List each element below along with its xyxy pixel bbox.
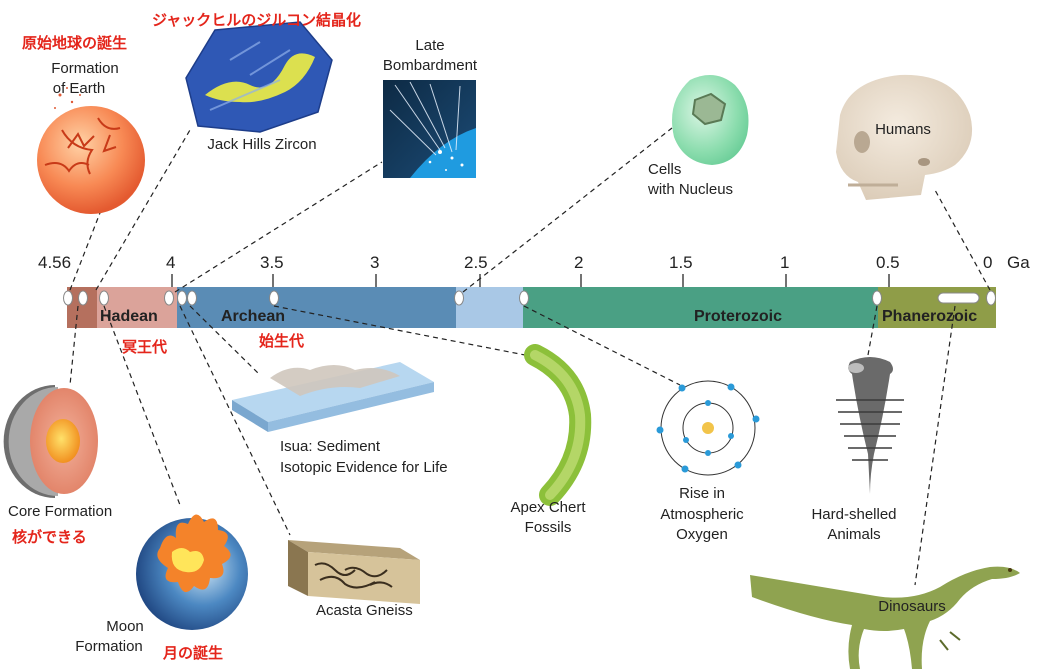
earth-formation-illustration [37, 87, 145, 214]
core-formation-illustration [3, 385, 98, 498]
jack-hills-zircon-label: Jack Hills Zircon [207, 136, 317, 153]
oxygen-label-2: Atmospheric [660, 506, 744, 523]
connector-lines [69, 127, 991, 586]
formation-of-earth-label-2: of Earth [52, 80, 106, 97]
zircon-crystal-illustration [185, 21, 333, 133]
dinosaurs-label: Dinosaurs [878, 598, 946, 615]
late-bombardment-label-1: Late [415, 37, 445, 54]
unit-label: Ga [1007, 253, 1030, 272]
hard-shelled-label-1: Hard-shelled [811, 506, 897, 523]
core-formation-jp: 核ができる [12, 528, 87, 546]
hard-shelled-label-2: Animals [827, 526, 881, 543]
archean-segment [177, 287, 456, 328]
tick-0: 0 [983, 253, 993, 272]
oxygen-atom-illustration [656, 380, 760, 476]
tick-1-5: 1.5 [669, 253, 693, 272]
eon-archean-jp: 始生代 [259, 332, 305, 350]
eon-archean: Archean [221, 308, 286, 325]
tick-marks [171, 274, 890, 287]
skull-illustration [836, 74, 973, 200]
cell-illustration [672, 75, 749, 165]
late-bombardment-label-2: Bombardment [382, 57, 478, 74]
timeline-bar [67, 287, 996, 328]
formation-of-earth-jp: 原始地球の誕生 [22, 34, 128, 52]
tick-4-56: 4.56 [38, 253, 72, 272]
moon-formation-label-2: Formation [75, 638, 143, 655]
formation-of-earth-label-1: Formation [51, 60, 119, 77]
dinosaur-illustration [750, 566, 1020, 669]
apex-chert-label-2: Fossils [524, 519, 572, 536]
eon-proterozoic: Proterozoic [694, 308, 783, 325]
humans-label: Humans [875, 121, 931, 138]
tick-3-5: 3.5 [260, 253, 284, 272]
tick-0-5: 0.5 [876, 253, 900, 272]
moon-formation-illustration [136, 514, 248, 630]
proterozoic-segment [523, 287, 878, 328]
cells-label-2: with Nucleus [648, 181, 734, 198]
isua-label-2: Isotopic Evidence for Life [280, 459, 448, 476]
bombardment-illustration [383, 80, 476, 178]
isua-sediment-illustration [232, 362, 434, 432]
archean-light-segment [456, 287, 523, 328]
eon-phanerozoic: Phanerozoic [882, 308, 978, 325]
hadean-segment [97, 287, 177, 328]
apex-chert-illustration [524, 344, 592, 506]
tick-1: 1 [780, 253, 790, 272]
tick-2: 2 [574, 253, 584, 272]
moon-formation-label-1: Moon [106, 618, 144, 635]
oxygen-label-3: Oxygen [676, 526, 728, 543]
trilobite-illustration [836, 357, 904, 494]
apex-chert-label-1: Apex Chert [510, 499, 586, 516]
oxygen-label-1: Rise in [679, 485, 725, 502]
core-formation-label: Core Formation [8, 503, 113, 520]
isua-label-1: Isua: Sediment [280, 438, 381, 455]
acasta-gneiss-label: Acasta Gneiss [316, 602, 413, 619]
jack-hills-zircon-jp: ジャックヒルのジルコン結晶化 [152, 11, 361, 29]
acasta-gneiss-illustration [288, 540, 420, 604]
cells-label-1: Cells [648, 161, 682, 178]
tick-2-5: 2.5 [464, 253, 488, 272]
tick-3: 3 [370, 253, 380, 272]
moon-formation-jp: 月の誕生 [163, 644, 224, 662]
eon-hadean-jp: 冥王代 [122, 338, 168, 356]
eon-hadean: Hadean [100, 308, 158, 325]
tick-4: 4 [166, 253, 176, 272]
event-markers [63, 290, 996, 306]
